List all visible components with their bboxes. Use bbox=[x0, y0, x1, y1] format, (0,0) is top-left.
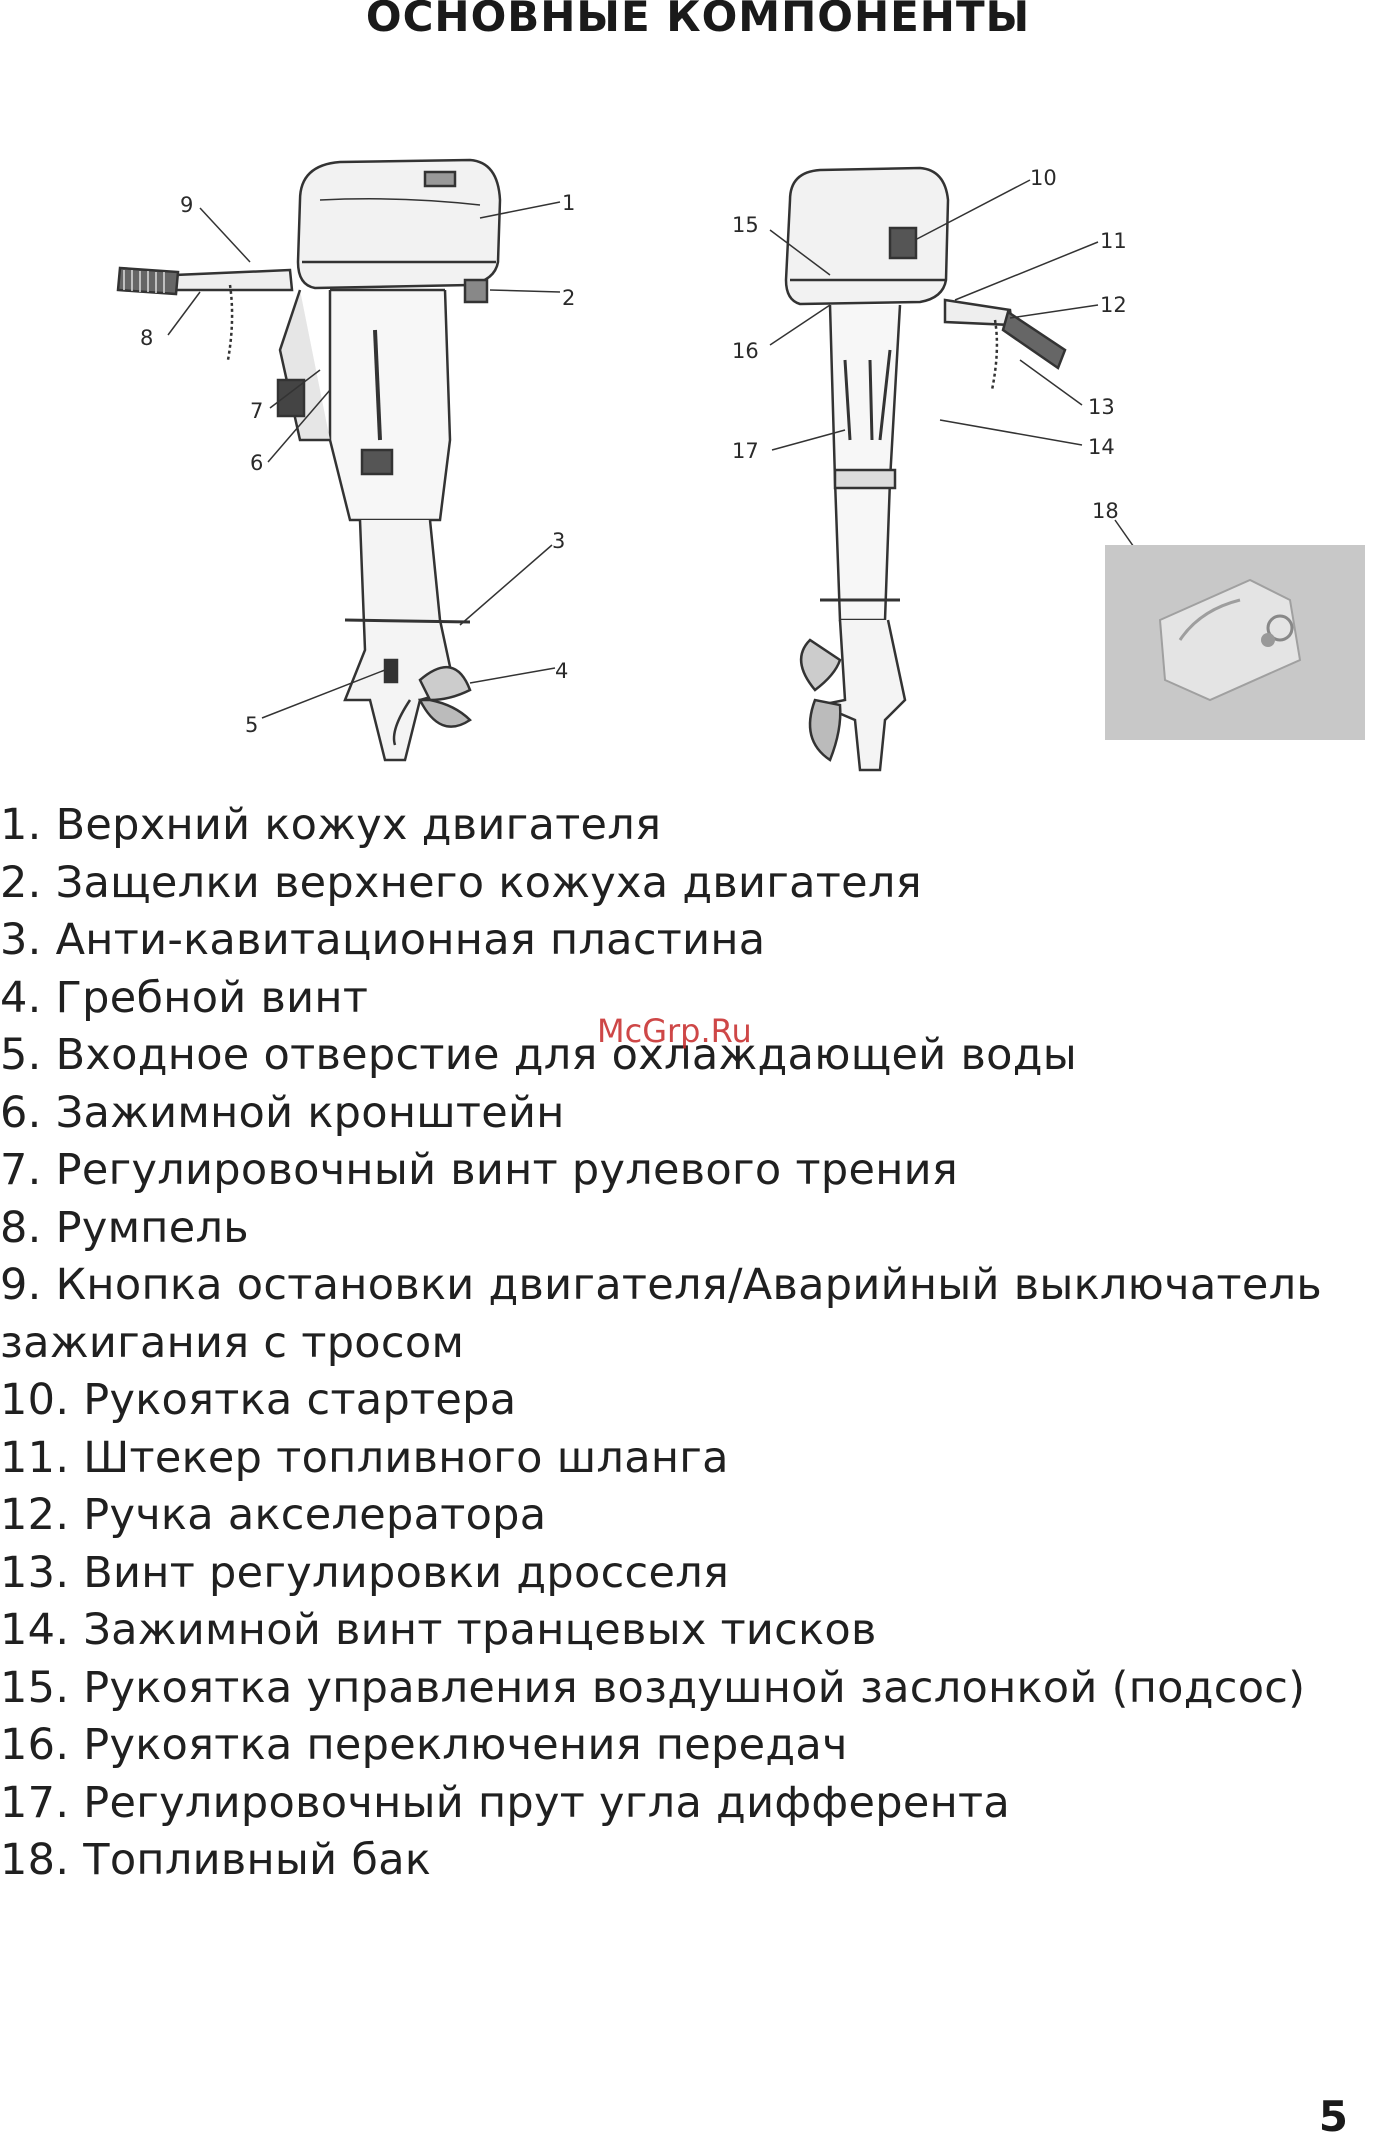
motor-rear-view bbox=[784, 166, 1067, 772]
list-item: 5. Входное отверстие для охлаждающей вод… bbox=[0, 1030, 1077, 1080]
list-item: 12. Ручка акселератора bbox=[0, 1490, 547, 1540]
callout-14: 14 bbox=[1088, 435, 1115, 459]
callout-8: 8 bbox=[140, 326, 153, 350]
page-number: 5 bbox=[1318, 2092, 1348, 2141]
left-callout-leaders bbox=[167, 201, 561, 719]
callout-9: 9 bbox=[180, 193, 193, 217]
right-callout-leaders bbox=[769, 179, 1151, 571]
callout-10: 10 bbox=[1030, 166, 1057, 190]
list-item: 14. Зажимной винт транцевых тисков bbox=[0, 1605, 877, 1655]
list-item: 15. Рукоятка управления воздушной заслон… bbox=[0, 1662, 1306, 1713]
list-item: 16. Рукоятка переключения передач bbox=[0, 1720, 848, 1770]
callout-2: 2 bbox=[562, 286, 575, 310]
fuel-tank-photo bbox=[1105, 545, 1365, 740]
callout-15: 15 bbox=[732, 213, 759, 237]
callout-7: 7 bbox=[250, 399, 263, 423]
callout-4: 4 bbox=[555, 659, 568, 683]
list-item: 8. Румпель bbox=[0, 1202, 249, 1253]
list-item: 11. Штекер топливного шланга bbox=[0, 1432, 729, 1483]
outboard-motor-diagram: 1 2 3 4 5 6 7 8 9 bbox=[116, 158, 1365, 772]
callout-16: 16 bbox=[732, 339, 759, 363]
list-item: 4. Гребной винт bbox=[0, 972, 369, 1023]
callout-18: 18 bbox=[1092, 499, 1119, 523]
callout-17: 17 bbox=[732, 439, 759, 463]
left-callout-numbers: 1 2 3 4 5 6 7 8 9 bbox=[140, 191, 575, 737]
list-item: 1. Верхний кожух двигателя bbox=[0, 800, 662, 850]
page-title: ОСНОВНЫЕ КОМПОНЕНТЫ bbox=[365, 0, 1031, 41]
list-item: 18. Топливный бак bbox=[0, 1835, 432, 1885]
right-callout-numbers: 10 11 12 13 14 15 16 17 18 bbox=[732, 166, 1127, 523]
list-item: 6. Зажимной кронштейн bbox=[0, 1087, 565, 1138]
motor-side-view bbox=[116, 158, 502, 762]
list-item: 13. Винт регулировки дросселя bbox=[0, 1547, 730, 1598]
list-item: 17. Регулировочный прут угла дифферента bbox=[0, 1777, 1010, 1828]
callout-13: 13 bbox=[1088, 395, 1115, 419]
list-item: 3. Анти-кавитационная пластина bbox=[0, 915, 766, 965]
components-list: 1. Верхний кожух двигателя 2. Защелки ве… bbox=[0, 797, 1396, 1890]
list-item: 2. Защелки верхнего кожуха двигателя bbox=[0, 857, 922, 908]
list-item: 10. Рукоятка стартера bbox=[0, 1375, 517, 1425]
callout-1: 1 bbox=[562, 191, 575, 215]
list-item: 7. Регулировочный винт рулевого трения bbox=[0, 1145, 959, 1195]
callout-11: 11 bbox=[1100, 229, 1127, 253]
callout-6: 6 bbox=[250, 451, 263, 475]
callout-5: 5 bbox=[245, 713, 258, 737]
callout-3: 3 bbox=[552, 529, 565, 553]
list-item: 9. Кнопка остановки двигателя/Аварийный … bbox=[0, 1260, 1323, 1368]
watermark: McGrp.Ru bbox=[597, 1012, 752, 1050]
callout-12: 12 bbox=[1100, 293, 1127, 317]
